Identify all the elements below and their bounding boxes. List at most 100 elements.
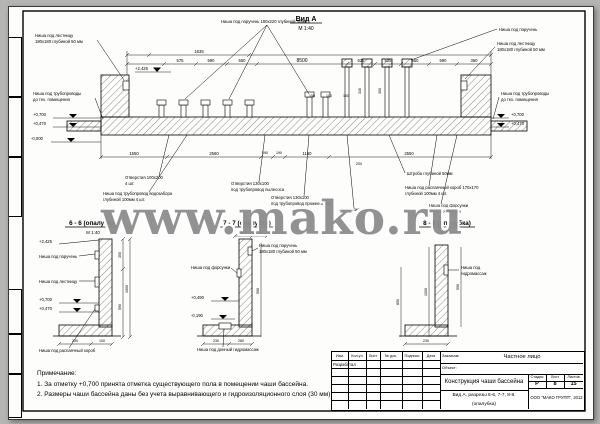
annotation: Отверстия 100x200 (125, 175, 164, 180)
dim: 350 (118, 252, 122, 258)
annotation: Ниша под трубопроводы (33, 91, 81, 96)
notes-title: Примечание: (37, 370, 77, 377)
annotation: Ниша под лестницу (497, 41, 536, 46)
tb-sheets-value: 15 (570, 381, 577, 388)
dim: 2550 (404, 151, 414, 156)
level-mark: +0,700 (39, 297, 53, 302)
annotation: Ниша под (461, 265, 481, 270)
dim: 590 (118, 304, 122, 310)
annotation: гидромассаж (461, 271, 487, 276)
level-mark: +0,700 (33, 112, 47, 117)
dim: 2560 (209, 151, 219, 156)
tb-drawing-title: Конструкция чаши бассейна (444, 378, 524, 385)
tb-col-date: Дата (426, 353, 436, 358)
tb-sheet-label: Лист (550, 375, 560, 380)
annotation: Ниша под поручень (39, 254, 78, 259)
view-a-structure (66, 58, 528, 136)
section-title: 7 - 7 (опалубка) (223, 219, 271, 227)
view-a: Вид А М 1:40 (31, 16, 549, 214)
annotation: до тех. помещения (33, 97, 70, 102)
section-scale: М 1:40 (440, 230, 454, 235)
dim: 1900 (125, 285, 129, 293)
tb-drawing-subtitle2: (опалубка) (472, 401, 496, 407)
annotation: Ниша под форсунки (191, 265, 231, 270)
dim: 590 (440, 58, 448, 63)
note-item: 1. За отметку +0,700 принята отметка сущ… (37, 380, 309, 388)
dim: 1635 (194, 49, 204, 54)
level-mark: +2,425 (39, 239, 53, 244)
view-a-scale: М 1:40 (298, 26, 314, 32)
tb-company: ООО "МАКО ГРУПП", 2012 (530, 395, 583, 401)
title-block: Изм. Кол.уч Лист № док. Подпись Дата Раз… (331, 351, 585, 411)
annotation: Ниша под трубопровод водозабора (103, 191, 173, 196)
dim: 230 (72, 339, 78, 343)
level-mark: +2,425 (135, 66, 149, 71)
tb-sheet-value: 8 (553, 381, 557, 388)
tb-col-izm: Изм. (335, 353, 345, 358)
tb-col-sign: Подпись (404, 353, 420, 358)
tb-customer-label: Заказчик: (442, 353, 460, 358)
dim: 190 (276, 151, 282, 155)
dim: 850 (396, 299, 400, 305)
annotation: глубиной 100мм 4 шт. (103, 197, 145, 202)
section-6-6: 6 - 6 (опалубка) М 1:40 350 1900 590 230… (39, 219, 133, 353)
dim: 550 (412, 58, 420, 63)
dim: 1000 (424, 288, 428, 296)
tb-stage-value: Р (535, 381, 539, 388)
annotation: под трубопровод пылесоса (231, 187, 285, 192)
dim: 590 (256, 288, 260, 294)
annotation: Ниша под форсунки (429, 203, 469, 208)
annotation: Ниша под поручень 180x220 глубиной 50мм (221, 19, 307, 24)
level-mark: -0,000 (31, 136, 44, 141)
annotation: Отверстия 50x350 (339, 207, 375, 212)
annotation: 4 шт. (125, 181, 134, 186)
annotation: Отверстия 130x100 (231, 181, 270, 186)
annotation: Ниша под поручень (259, 243, 298, 248)
tb-stage-label: Стадия (530, 375, 544, 380)
frame-attribute-box (9, 157, 22, 217)
annotation: 180x180 глубиной 50 мм (259, 249, 307, 254)
annotation: Ниша под лестницу (35, 33, 74, 38)
dim: 135 (256, 231, 262, 235)
annotation: Ниша под донный гидромассаж (197, 347, 259, 352)
annotation: Отверстия 130x100 (271, 195, 310, 200)
tb-developed: Разработал (333, 361, 356, 367)
annotation: 180x180 глубиной 50 мм (497, 47, 545, 52)
level-mark: -0,190 (191, 313, 204, 318)
dim: 390 (262, 151, 268, 155)
section-7-7: 7 - 7 (опалубка) М 1:40 165 135 590 230 … (191, 219, 307, 352)
section-scale: М 1:40 (240, 230, 254, 235)
dim: 525 (385, 58, 393, 63)
drawing-canvas: Вид А М 1:40 (22, 10, 586, 412)
annotation: Ниша под распаячный короб 170x170 (405, 185, 479, 190)
level-mark: +0,470 (39, 306, 53, 311)
tb-sheets-label: Листов (567, 375, 580, 380)
frame-attribute-box (9, 374, 22, 418)
dim: 590 (456, 284, 460, 290)
tb-col-list: Лист (368, 353, 378, 358)
annotation: под трубопровод прожекторов (271, 201, 331, 206)
section-title: 8 - 8 (опалубка) (423, 219, 471, 227)
frame-attribute-box (9, 289, 22, 334)
dim: 280 (238, 339, 244, 343)
section-8-8: 8 - 8 (опалубка) М 1:40 850 1000 590 230… (396, 219, 487, 347)
dim: 550 (239, 58, 247, 63)
frame-attribute-box (9, 97, 22, 157)
level-mark: +0,470 (511, 121, 525, 126)
dim: 200 (356, 162, 362, 166)
dim: 330 (358, 88, 362, 94)
tb-object-label: Объект: (442, 365, 457, 370)
dim: 100 (326, 94, 332, 98)
dim: 165 (240, 231, 246, 235)
dim: 150 (343, 94, 349, 98)
view-a-annotations: Ниша под лестницу 180x180 глубиной 50 мм… (31, 19, 549, 214)
dim: 350 (471, 58, 479, 63)
annotation: Штроба глубиной 50мм (407, 171, 453, 176)
frame-attribute-box (9, 37, 22, 97)
formwork-posts (156, 58, 413, 118)
annotation: глубиной 100мм 4 шт. (405, 191, 447, 196)
dim: 230 (213, 339, 219, 343)
dim: 350 (378, 88, 382, 94)
niche-ladder-right (460, 80, 468, 91)
dim-total: 8500 (296, 58, 307, 64)
